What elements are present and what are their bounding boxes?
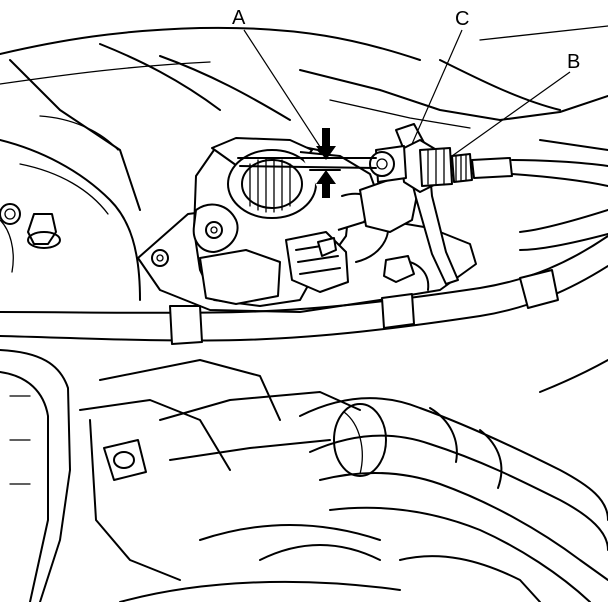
leader-a — [243, 29, 327, 157]
callout-leaders — [243, 29, 571, 157]
mounting-bolt — [27, 213, 61, 249]
callout-label-a: A — [232, 7, 246, 29]
intake-hose — [259, 359, 608, 602]
wiring-harness — [0, 209, 608, 345]
callout-label-c: C — [455, 8, 470, 30]
deflection-arrows — [309, 128, 341, 198]
body-panel — [0, 25, 608, 301]
leader-b — [451, 71, 571, 157]
lower-frame — [0, 349, 401, 602]
callout-label-b: B — [567, 51, 581, 73]
throttle-cable — [237, 123, 608, 285]
leader-c — [411, 29, 463, 145]
